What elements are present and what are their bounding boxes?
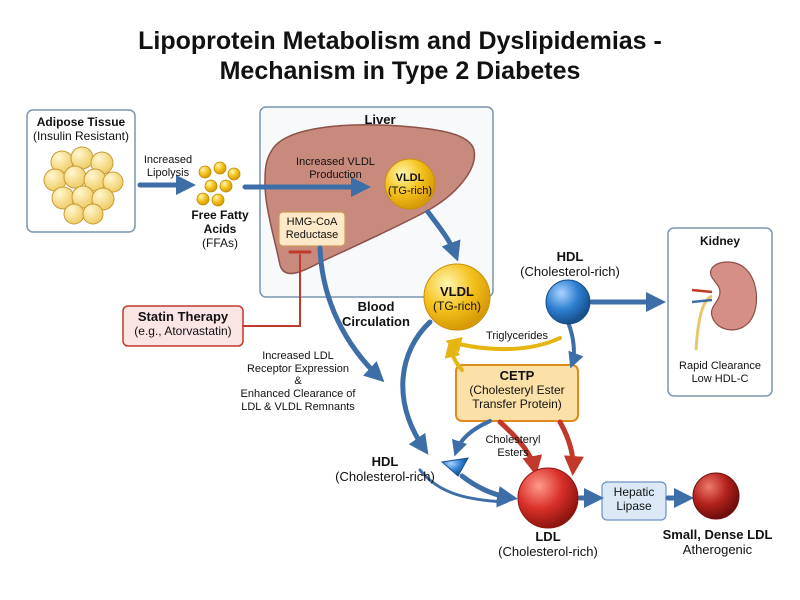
vldl-production-line-2: Production	[309, 168, 362, 181]
arrow-hdl-bottom-to-ldl	[459, 473, 518, 506]
arrow-triglycerides	[445, 336, 562, 353]
ldl-receptor-line-1: Increased LDL	[262, 350, 334, 362]
vldl-liver-name: VLDL	[395, 172, 425, 184]
kidney-line-2: Low HDL-C	[691, 372, 749, 385]
kidney-line-1: Rapid Clearance	[679, 360, 761, 372]
arrow-cholesteryl-esters-1	[557, 419, 584, 476]
arrow-small-hdl-to-ldl	[418, 468, 509, 508]
cetp-name: CETP	[499, 368, 535, 383]
ldl-sub: (Cholesterol-rich)	[498, 543, 598, 559]
vldl-blood-sub: (TG-rich)	[433, 298, 481, 313]
arrow-vldl-liver-to-blood	[425, 209, 461, 262]
arrow-cetp-to-vldl	[444, 341, 464, 372]
hmg-coa-box	[278, 211, 346, 247]
ldl-particle	[517, 467, 579, 529]
adipose-label: Adipose Tissue (Insulin Resistant)	[27, 115, 135, 144]
vldl-liver-sub: (TG-rich)	[388, 184, 432, 197]
small-ldl-particle	[692, 472, 740, 520]
cetp-box	[455, 364, 579, 422]
vldl-liver-label: VLDL (TG-rich)	[385, 172, 435, 197]
hmg-coa-line-1: HMG-CoA	[286, 216, 338, 228]
lipolysis-line-2: Lipolysis	[146, 166, 190, 179]
arrow-cetp-to-hdl-bottom	[451, 419, 492, 457]
small-ldl-name: Small, Dense LDL	[662, 527, 773, 542]
cholesteryl-esters-line-2: Esters	[497, 446, 529, 459]
blood-line-2: Circulation	[342, 313, 410, 329]
ffa-line-3: (FFAs)	[202, 235, 238, 250]
ffa-line-2: Acids	[203, 221, 237, 236]
hdl-top-label: HDL (Cholesterol-rich)	[510, 249, 630, 280]
hdl-bottom-sub: (Cholesterol-rich)	[335, 468, 435, 484]
adipose-subtitle: (Insulin Resistant)	[32, 128, 130, 143]
hdl-bottom-name: HDL	[371, 454, 399, 469]
cetp-label: CETP (Cholesteryl Ester Transfer Protein…	[456, 368, 578, 412]
title-line-2: Mechanism in Type 2 Diabetes	[219, 57, 581, 85]
ldl-label: LDL (Cholesterol-rich)	[488, 529, 608, 560]
diagram-title: Lipoprotein Metabolism and Dyslipidemias…	[0, 26, 800, 86]
cetp-line-1: (Cholesteryl Ester	[469, 382, 565, 397]
ffa-droplets-icon	[196, 161, 241, 207]
statin-inhibition-line	[242, 254, 301, 327]
adipose-cells-icon	[43, 146, 124, 225]
statin-label: Statin Therapy (e.g., Atorvastatin)	[123, 309, 243, 339]
hdl-bottom-label: HDL (Cholesterol-rich)	[325, 454, 445, 485]
hdl-top-sub: (Cholesterol-rich)	[520, 263, 620, 279]
triglycerides-label: Triglycerides	[486, 330, 548, 342]
kidney-icon	[691, 261, 758, 351]
cetp-line-2: Transfer Protein)	[472, 396, 562, 411]
ffa-line-1: Free Fatty	[191, 208, 249, 222]
vldl-blood-name: VLDL	[440, 284, 474, 299]
hmg-coa-label: HMG-CoA Reductase	[279, 216, 345, 241]
ldl-receptor-line-2: Receptor Expression	[246, 362, 350, 375]
ldl-receptor-label: Increased LDL Receptor Expression & Enha…	[238, 350, 358, 413]
ldl-receptor-line-5: LDL & VLDL Remnants	[241, 400, 355, 413]
vldl-production-line-1: Increased VLDL	[296, 156, 375, 168]
adipose-title: Adipose Tissue	[36, 115, 126, 129]
statin-title: Statin Therapy	[137, 309, 229, 324]
blood-line-1: Blood	[357, 299, 395, 314]
hepatic-lipase-line-1: Hepatic	[613, 485, 655, 499]
ldl-receptor-line-3: &	[294, 375, 302, 388]
vldl-blood-particle	[423, 263, 491, 331]
arrow-liver-to-ldl-receptor	[317, 245, 385, 383]
vldl-liver-particle	[384, 158, 436, 210]
small-ldl-sub: Atherogenic	[682, 541, 753, 557]
vldl-blood-label: VLDL (TG-rich)	[427, 284, 487, 314]
hmg-coa-line-2: Reductase	[285, 228, 339, 241]
cholesteryl-esters-label: Cholesteryl Esters	[478, 434, 548, 459]
arrow-cholesteryl-esters-2	[497, 419, 543, 476]
vldl-production-label: Increased VLDL Production	[283, 156, 388, 181]
kidney-caption: Rapid Clearance Low HDL-C	[668, 360, 772, 385]
statin-example: (e.g., Atorvastatin)	[134, 323, 232, 338]
hdl-top-particle	[545, 279, 591, 325]
ldl-name: LDL	[535, 529, 561, 544]
hdl-bottom-particle	[440, 457, 469, 477]
hepatic-lipase-line-2: Lipase	[616, 498, 652, 513]
arrow-vldl-to-hdl-bottom	[400, 319, 433, 455]
ldl-receptor-line-4: Enhanced Clearance of	[240, 387, 356, 400]
ffa-label: Free Fatty Acids (FFAs)	[180, 208, 260, 250]
liver-title: Liver	[364, 112, 396, 127]
hepatic-lipase-label: Hepatic Lipase	[602, 485, 666, 514]
blood-circulation-label: Blood Circulation	[336, 299, 416, 330]
cholesteryl-esters-line-1: Cholesteryl	[485, 434, 541, 446]
kidney-title: Kidney	[699, 234, 740, 248]
arrow-hdl-top-to-cetp	[566, 320, 584, 369]
lipolysis-line-1: Increased	[143, 154, 193, 166]
lipolysis-label: Increased Lipolysis	[138, 154, 198, 179]
small-ldl-label: Small, Dense LDL Atherogenic	[650, 527, 785, 558]
hdl-top-name: HDL	[556, 249, 584, 264]
title-line-1: Lipoprotein Metabolism and Dyslipidemias…	[138, 27, 662, 55]
